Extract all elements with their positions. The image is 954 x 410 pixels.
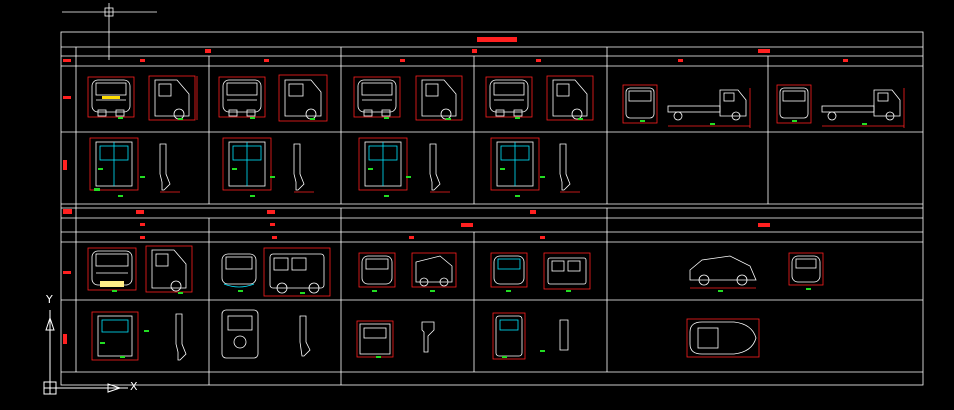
dimension-text [140,176,145,178]
truck-cab-side-view [278,74,328,122]
dimension-text [250,195,255,197]
minivan-front-view [490,252,528,288]
truck-cab-side-view [145,245,193,293]
dimension-text [430,290,435,292]
cab-top-plan-view [222,137,272,191]
truck-cab-front-view [87,76,135,118]
dimension-text [406,176,411,178]
dimension-text [515,195,520,197]
minivan-section-profile [559,319,569,351]
dimension-text [718,290,723,292]
group-header-marks-section1 [140,49,848,62]
vehicle-plan-views-section2 [91,309,760,361]
truck-cab-side-view [148,75,198,121]
dimension-text-marks [98,117,867,358]
dimension-text [238,290,243,292]
dimension-text [540,176,545,178]
hatchback-side-view [689,255,757,289]
dimension-text [300,292,305,294]
truck-cab-side-view [415,75,463,121]
van-section-profile [299,315,311,357]
flatbed-truck-side-view [667,88,751,128]
dimension-text [540,350,545,352]
van-front-view [221,253,257,288]
ucs-x-label: X [130,380,138,393]
truck-cab-side-view [546,75,594,121]
row-label-marks [63,59,72,344]
dimension-text [112,290,117,292]
dimension-text [270,176,275,178]
sheet-title-bar [477,37,517,42]
minivan-top-plan-view [356,320,394,358]
dimension-text [384,117,389,119]
cab-top-plan-view [358,137,408,191]
dimension-text [118,195,123,197]
dimension-text [500,168,505,170]
dimension-text [310,118,315,120]
dimension-text [100,342,105,344]
minivan-top-plan-view [492,312,526,360]
dimension-text [178,118,183,120]
hatchback-top-plan-view [686,318,760,358]
van-side-view [263,247,331,297]
cab-top-plan-view [490,137,540,191]
dimension-text [372,290,377,292]
dimension-text [578,118,583,120]
dimension-text [144,330,149,332]
group-header-marks-section2 [136,210,770,239]
truck-cab-front-view [353,76,401,118]
dimension-text [250,117,255,119]
cad-crosshair-cursor [62,3,157,60]
cab-section-profile [559,143,580,193]
van-top-plan-view [221,309,259,359]
cab-section-profile [429,143,450,193]
cab-section-profile [159,143,180,193]
dimension-text [232,168,237,170]
dimension-text [118,117,123,119]
cab-top-plan-view [89,137,139,191]
cab-plan-views-row2 [89,137,580,193]
dimension-text [710,123,715,125]
drawing-title-block-grid [60,31,924,386]
dimension-text [98,168,103,170]
truck-cab-front-view [485,76,533,118]
hatchback-front-view [788,252,824,286]
dimension-text [368,168,373,170]
dimension-text [120,356,125,358]
minivan-side-view [543,252,591,290]
dimension-text [446,118,451,120]
flatbed-truck-front-view [622,84,658,124]
minivan-section-profile [421,321,435,353]
dimension-text [502,356,507,358]
dimension-text [566,290,571,292]
dimension-text [806,288,811,290]
cab-section-profile [175,313,187,361]
minivan-side-view [411,252,457,288]
ucs-y-label: Y [46,293,53,306]
dimension-text [640,120,645,122]
flatbed-truck-side-view [821,88,905,128]
truck-cab-front-view [87,247,137,291]
dimension-text [506,290,511,292]
ucs-axis-icon [43,310,128,395]
dimension-text [384,195,389,197]
cab-elevation-views-row1 [87,74,905,128]
dimension-text [862,123,867,125]
dimension-text [515,117,520,119]
dimension-text [178,292,183,294]
minivan-front-view [358,252,396,288]
flatbed-truck-front-view [776,84,812,124]
vehicle-elevation-views-section2 [87,245,824,297]
dimension-text [376,356,381,358]
cab-section-profile [293,143,314,193]
cab-top-plan-view [91,311,139,361]
dimension-text [792,120,797,122]
truck-cab-front-view [218,76,266,118]
